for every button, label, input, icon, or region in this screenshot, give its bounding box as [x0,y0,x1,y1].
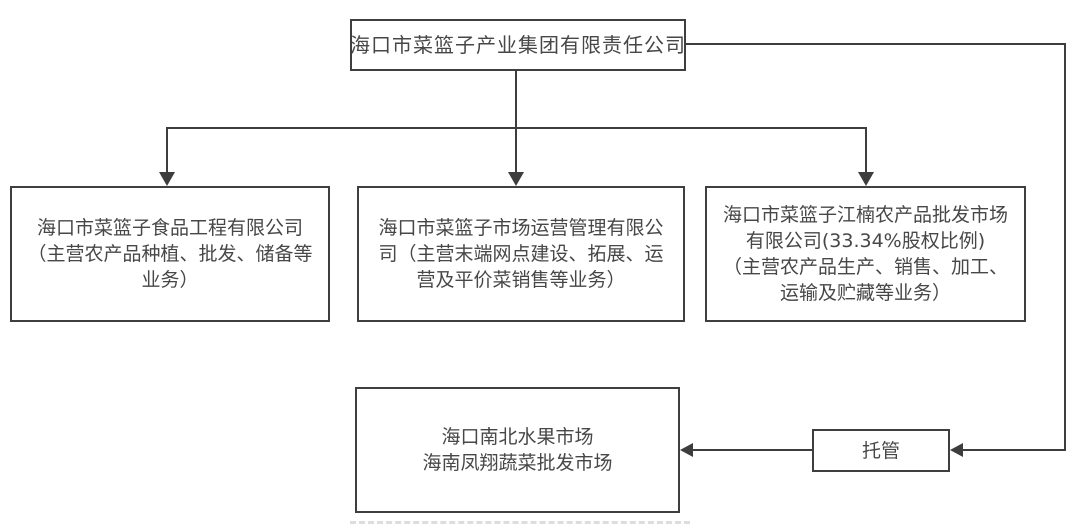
org-box-parent-company: 海口市菜篮子产业集团有限责任公司 [350,19,686,71]
org-box-market-operation: 海口市菜篮子市场运营管理有限公 司（主营末端网点建设、拓展、运 营及平价菜销售等… [357,186,685,322]
company-scope: （主营农产品种植、批发、储备等 [27,243,313,265]
connector-parent-drop [515,71,517,129]
connector-drop-right [865,127,867,173]
arrow-down-icon [858,172,874,186]
trusteeship-label: 托管 [861,439,900,462]
market-name: 海南凤翔蔬菜批发市场 [422,452,613,474]
org-box-jiangnan-wholesale: 海口市菜篮子江楠农产品批发市场 有限公司(33.34%股权比例) （主营农产品生… [705,186,1026,322]
org-box-food-engineering: 海口市菜篮子食品工程有限公司 （主营农产品种植、批发、储备等 业务） [10,186,330,322]
connector-to-trustee [962,449,1066,451]
company-name: 海口市菜篮子市场运营管理有限公 [378,217,664,239]
company-scope: 业务） [141,269,199,291]
company-scope: 运输及贮藏等业务） [779,282,951,304]
parent-company-name: 海口市菜篮子产业集团有限责任公司 [350,33,686,57]
arrow-left-icon [950,443,963,457]
company-name: 海口市菜篮子江楠农产品批发市场 [722,204,1008,226]
arrow-left-icon [680,443,693,457]
company-scope: 司（主营末端网点建设、拓展、运 [378,243,664,265]
company-scope: （主营农产品生产、销售、加工、 [722,256,1008,278]
company-scope: 营及平价菜销售等业务） [416,269,626,291]
company-equity: 有限公司(33.34%股权比例) [745,230,986,252]
faint-dashed-line [350,518,690,524]
org-box-managed-markets: 海口南北水果市场 海南凤翔蔬菜批发市场 [355,387,680,513]
arrow-down-icon [159,172,175,186]
connector-drop-middle [515,127,517,173]
arrow-down-icon [508,172,524,186]
company-name: 海口市菜篮子食品工程有限公司 [36,217,303,239]
connector-trustee-to-markets [693,449,812,451]
connector-far-right-drop [1064,43,1066,451]
connector-parent-right [686,43,1066,45]
trusteeship-box: 托管 [812,429,950,472]
connector-drop-left [166,127,168,173]
market-name: 海口南北水果市场 [441,426,594,448]
